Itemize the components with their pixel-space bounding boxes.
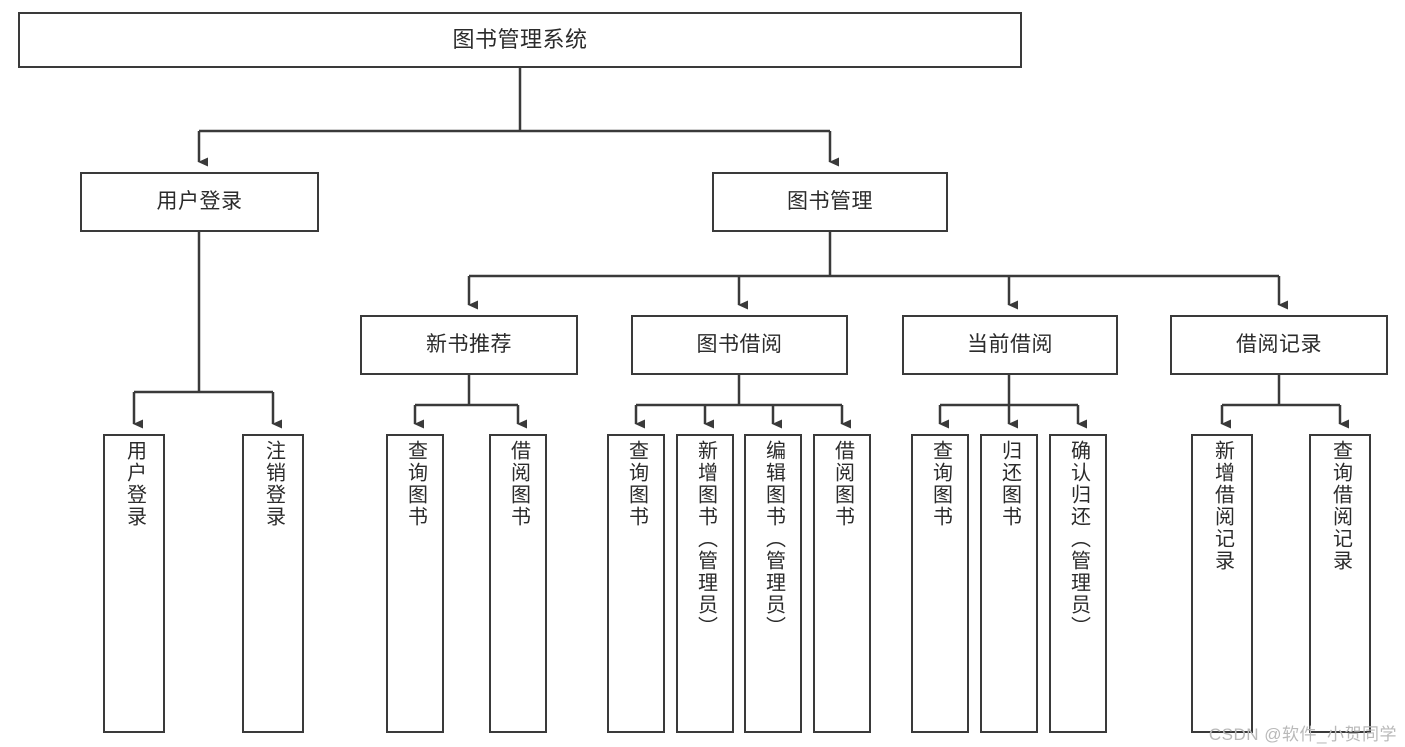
node-label: 借阅图书 <box>507 440 530 528</box>
leaf-book-borrow-query-book[interactable]: 查询图书 <box>607 434 665 733</box>
leaf-new-book-query-book[interactable]: 查询图书 <box>386 434 444 733</box>
leaf-current-borrow-confirm-return-admin[interactable]: 确认归还（管理员） <box>1049 434 1107 733</box>
leaf-current-borrow-return-book[interactable]: 归还图书 <box>980 434 1038 733</box>
node-label: 图书管理系统 <box>452 26 588 52</box>
node-user-login[interactable]: 用户登录 <box>80 172 319 232</box>
leaf-book-borrow-add-book-admin[interactable]: 新增图书（管理员） <box>676 434 734 733</box>
leaf-borrow-record-query-record[interactable]: 查询借阅记录 <box>1309 434 1371 733</box>
node-label: 借阅记录 <box>1236 333 1322 357</box>
node-book-management[interactable]: 图书管理 <box>712 172 948 232</box>
node-label: 归还图书 <box>998 440 1021 528</box>
node-label: 查询图书 <box>625 440 648 528</box>
leaf-user-login-login[interactable]: 用户登录 <box>103 434 165 733</box>
leaf-current-borrow-query-book[interactable]: 查询图书 <box>911 434 969 733</box>
node-new-book-recommend[interactable]: 新书推荐 <box>360 315 578 375</box>
leaf-new-book-borrow-book[interactable]: 借阅图书 <box>489 434 547 733</box>
node-book-borrow[interactable]: 图书借阅 <box>631 315 848 375</box>
leaf-user-login-logout[interactable]: 注销登录 <box>242 434 304 733</box>
node-label: 编辑图书（管理员） <box>762 440 785 638</box>
node-label: 确认归还（管理员） <box>1067 440 1090 638</box>
node-label: 注销登录 <box>262 440 285 528</box>
node-label: 新书推荐 <box>426 333 512 357</box>
node-label: 借阅图书 <box>831 440 854 528</box>
node-borrow-record[interactable]: 借阅记录 <box>1170 315 1388 375</box>
node-label: 当前借阅 <box>967 333 1053 357</box>
node-label: 查询图书 <box>929 440 952 528</box>
node-label: 图书借阅 <box>696 333 783 357</box>
node-label: 新增图书（管理员） <box>694 440 717 638</box>
node-label: 用户登录 <box>123 440 146 528</box>
node-label: 图书管理 <box>787 190 873 214</box>
node-label: 查询借阅记录 <box>1329 440 1352 572</box>
leaf-borrow-record-add-record[interactable]: 新增借阅记录 <box>1191 434 1253 733</box>
node-root-book-management-system[interactable]: 图书管理系统 <box>18 12 1022 68</box>
node-label: 新增借阅记录 <box>1211 440 1234 572</box>
node-label: 用户登录 <box>156 190 243 214</box>
node-current-borrow[interactable]: 当前借阅 <box>902 315 1118 375</box>
node-label: 查询图书 <box>404 440 427 528</box>
watermark-text: CSDN @软件_小贺同学 <box>1208 725 1397 744</box>
leaf-book-borrow-edit-book-admin[interactable]: 编辑图书（管理员） <box>744 434 802 733</box>
leaf-book-borrow-borrow-book[interactable]: 借阅图书 <box>813 434 871 733</box>
